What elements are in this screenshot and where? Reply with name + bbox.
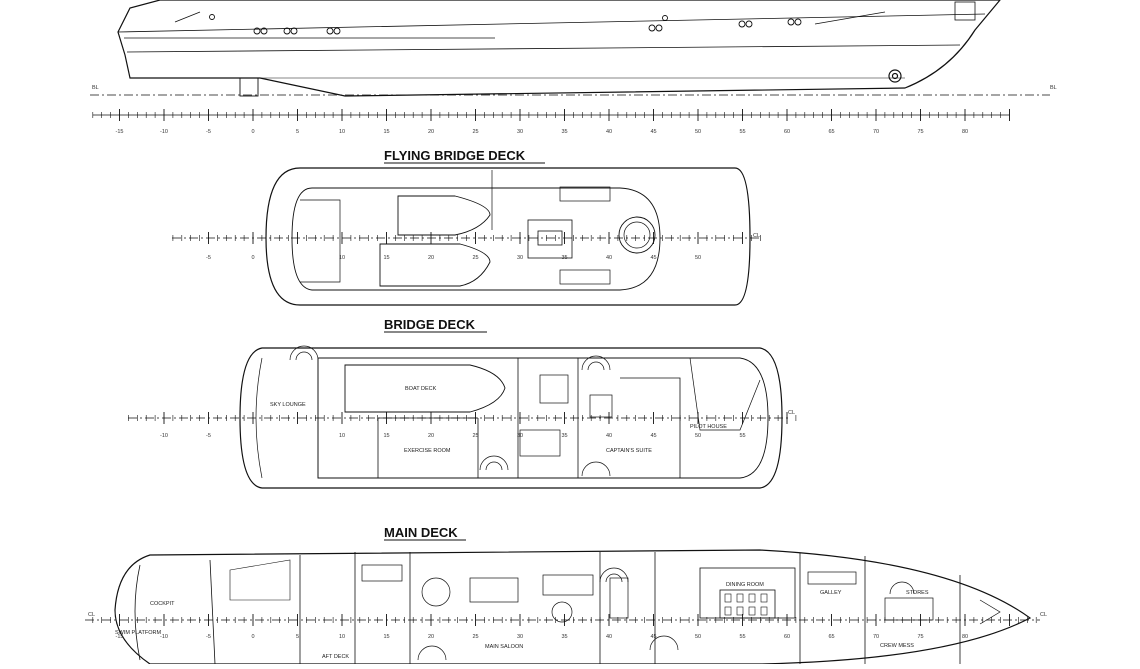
profile-scale-label: 35: [561, 129, 567, 135]
main-scale-label: 80: [962, 634, 968, 640]
room-crew-mess: CREW MESS: [880, 643, 914, 649]
profile-scale-label: 70: [873, 129, 879, 135]
main-scale-label: -10: [160, 634, 168, 640]
main-cl-label: CL: [88, 612, 95, 618]
flying-bridge-scale-label: 25: [472, 255, 478, 261]
profile-scale-label: 25: [472, 129, 478, 135]
profile-portholes: [209, 14, 802, 35]
main-scale-label: 10: [339, 634, 345, 640]
profile-scale-label: 60: [784, 129, 790, 135]
bridge-scale-label: 35: [561, 433, 567, 439]
flying-bridge-outline: [265, 167, 751, 306]
main-deck-title: MAIN DECK: [384, 525, 458, 540]
bridge-scale-label: 25: [472, 433, 478, 439]
main-scale-label: 0: [251, 634, 254, 640]
main-scale-label: 55: [739, 634, 745, 640]
bridge-scale-label: 40: [606, 433, 612, 439]
profile-scale-label: -10: [160, 129, 168, 135]
room-boat-deck: BOAT DECK: [405, 386, 437, 392]
bridge-scale-label: 30: [517, 433, 523, 439]
room-aft-deck: AFT DECK: [322, 654, 349, 660]
flying-bridge-scale-label: 10: [339, 255, 345, 261]
profile-scale-label: -15: [116, 129, 124, 135]
main-scale-label: 70: [873, 634, 879, 640]
flying-bridge-ruler: -5 0 10 15 20 25 30 35 40 45 50: [172, 232, 761, 261]
profile-scale-label: 10: [339, 129, 345, 135]
room-captains-suite: CAPTAIN'S SUITE: [606, 448, 652, 454]
main-scale-label: 20: [428, 634, 434, 640]
profile-scale-label: -5: [206, 129, 211, 135]
main-scale-label: 75: [917, 634, 923, 640]
profile-scale-label: 40: [606, 129, 612, 135]
bridge-scale-label: -10: [160, 433, 168, 439]
bridge-ruler: -10 -5 10 15 20 25 30 35 40 45 50 55: [128, 412, 797, 439]
bridge-scale-label: 50: [695, 433, 701, 439]
main-scale-label: 45: [650, 634, 656, 640]
room-main-saloon: MAIN SALOON: [485, 644, 523, 650]
profile-scale-label: 45: [650, 129, 656, 135]
flying-bridge-scale-label: 45: [650, 255, 656, 261]
flying-bridge-scale-label: 40: [606, 255, 612, 261]
room-galley: GALLEY: [820, 590, 842, 596]
main-scale-label: 30: [517, 634, 523, 640]
flying-bridge-scale-label: -5: [206, 255, 211, 261]
bridge-deck-title: BRIDGE DECK: [384, 317, 476, 332]
dining-table: [724, 593, 768, 616]
profile-scale-label: 75: [917, 129, 923, 135]
bridge-scale-label: -5: [206, 433, 211, 439]
main-scale-label: 5: [296, 634, 299, 640]
profile-scale-label: 20: [428, 129, 434, 135]
room-sky-lounge: SKY LOUNGE: [270, 402, 306, 408]
main-deck-stairs: [417, 567, 915, 661]
profile-scale-label: 0: [251, 129, 254, 135]
profile-scale-label: 50: [695, 129, 701, 135]
bridge-cl-label: CL: [788, 410, 795, 416]
profile-scale-label: 30: [517, 129, 523, 135]
flying-bridge-scale-label: 50: [695, 255, 701, 261]
main-scale-label: 15: [383, 634, 389, 640]
flying-bridge-scale-label: 30: [517, 255, 523, 261]
main-scale-label: 40: [606, 634, 612, 640]
main-scale-label: 25: [472, 634, 478, 640]
main-scale-label: -5: [206, 634, 211, 640]
room-pilot-house: PILOT HOUSE: [690, 424, 727, 430]
profile-scale-label: 65: [828, 129, 834, 135]
main-scale-label: -15: [116, 634, 124, 640]
main-cl-label-right: CL: [1040, 612, 1047, 618]
room-cockpit: COCKPIT: [150, 601, 175, 607]
bridge-scale-label: 55: [739, 433, 745, 439]
flying-bridge-scale-label: 0: [251, 255, 254, 261]
flying-bridge-scale-label: 35: [561, 255, 567, 261]
flying-bridge-title: FLYING BRIDGE DECK: [384, 148, 526, 163]
bridge-deck-stairs: [289, 345, 611, 477]
room-dining-room: DINING ROOM: [726, 582, 764, 588]
main-ruler: -15 -10 -5 0 5 10 15 20 25 30 35 40 45 50 55 60 65 70 75 80: [92, 614, 1037, 640]
main-deck-outline: [114, 549, 1032, 665]
main-scale-label: 65: [828, 634, 834, 640]
baseline-label-right: BL: [1050, 85, 1057, 91]
bridge-scale-label: 45: [650, 433, 656, 439]
bridge-scale-label: 15: [383, 433, 389, 439]
main-scale-label: 35: [561, 634, 567, 640]
profile-scale-label: 80: [962, 129, 968, 135]
flying-bridge-scale-label: 20: [428, 255, 434, 261]
profile-ruler: -15 -10 -5 0 5 10 15 20 25 30 35 40 45 50 55 60 65 70 75 80: [92, 109, 1010, 135]
profile-scale-label: 15: [383, 129, 389, 135]
profile-scale-label: 55: [739, 129, 745, 135]
room-stores: STORES: [906, 590, 929, 596]
profile-scale-label: 5: [296, 129, 299, 135]
flying-bridge-scale-label: 15: [383, 255, 389, 261]
room-swim-platform: SWIM PLATFORM: [115, 630, 161, 636]
main-scale-label: 60: [784, 634, 790, 640]
bridge-scale-label: 20: [428, 433, 434, 439]
main-scale-label: 50: [695, 634, 701, 640]
flying-bridge-cl-label: CL: [753, 233, 760, 239]
baseline-label-left: BL: [92, 85, 99, 91]
bridge-scale-label: 10: [339, 433, 345, 439]
hull-profile: [117, 0, 1001, 97]
room-exercise-room: EXERCISE ROOM: [404, 448, 451, 454]
